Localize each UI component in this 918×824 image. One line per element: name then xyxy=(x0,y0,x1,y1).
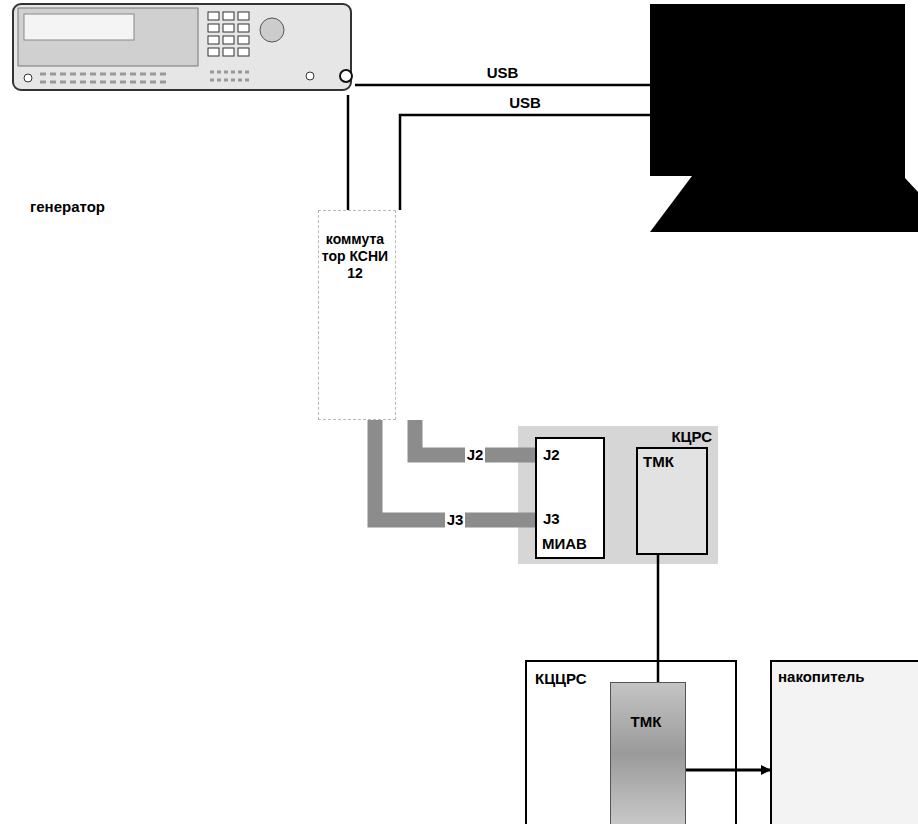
line-label: USB xyxy=(485,65,521,82)
connector-line xyxy=(347,95,350,210)
diagram-node: ТМК xyxy=(610,682,686,824)
connector-line xyxy=(400,115,650,210)
generator-illustration xyxy=(10,0,355,95)
node-label: КЦРС xyxy=(671,428,712,446)
connector-line xyxy=(355,84,650,87)
diagram-node: КЦРС J2J3МИАВ ТМК xyxy=(518,426,718,564)
cable-label: J2 xyxy=(465,447,486,464)
diagram-node: накопитель xyxy=(770,660,918,824)
node-label: МИАВ xyxy=(542,535,587,553)
diagram-node: коммута тор КСНИ 12 xyxy=(318,210,396,420)
node-label: J2 xyxy=(543,446,560,464)
node-label: накопитель xyxy=(778,668,865,686)
diagram-node: генератор xyxy=(10,0,355,95)
node-label: J3 xyxy=(543,510,560,528)
cable-label: J3 xyxy=(445,512,466,529)
diagram-node: ТМК xyxy=(636,447,708,555)
line-label: USB xyxy=(507,95,543,112)
diagram-node xyxy=(650,0,918,232)
laptop-illustration xyxy=(650,0,918,232)
diagram-node: J2J3МИАВ xyxy=(535,437,605,559)
cable xyxy=(375,420,535,520)
diagram-node: КЦЦРС ТМК xyxy=(525,660,737,824)
node-label: генератор xyxy=(30,198,105,216)
node-label: КЦЦРС xyxy=(535,670,587,688)
node-label: ТМК xyxy=(643,453,674,471)
node-label: ТМК xyxy=(611,713,681,731)
node-label: коммута тор КСНИ 12 xyxy=(319,231,391,281)
